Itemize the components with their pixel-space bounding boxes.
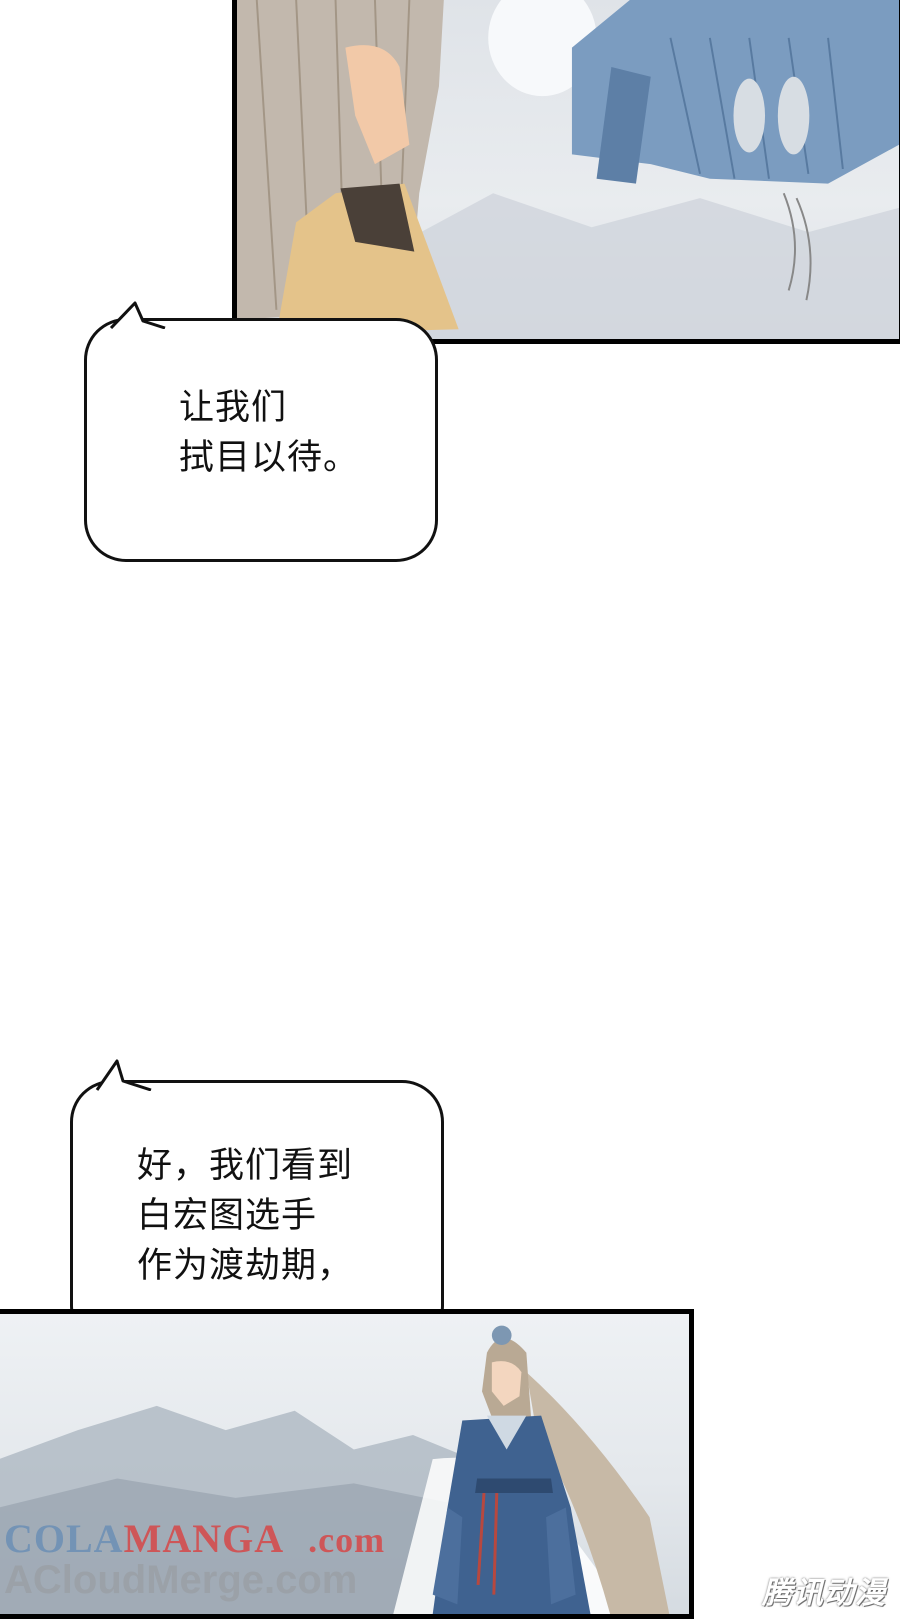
watermark-acloudmerge: ACloudMerge.com [4,1558,358,1602]
top-panel-artwork [237,0,899,339]
speech-bubble-1: 让我们 拭目以待。 [84,301,438,562]
watermark-publisher: 腾讯动漫 [762,1577,886,1610]
bubble-tail-1 [109,301,166,329]
bubble-tail-2 [95,1059,152,1091]
speech-bubble-2: 好，我们看到 白宏图选手 作为渡劫期， [70,1059,444,1348]
speech-text-1: 让我们 拭目以待。 [179,388,360,478]
bottom-comic-panel [0,1309,694,1619]
watermark-colamanga: COLAMANGA .com [4,1515,385,1562]
bottom-panel-artwork [0,1325,670,1614]
watermark-com-text: .com [308,1520,386,1560]
watermark-cola-text: COLA [4,1516,124,1561]
top-comic-panel [232,0,900,344]
speech-text-2: 好，我们看到 白宏图选手 作为渡劫期， [137,1146,354,1286]
watermark-manga-text: MANGA [123,1516,285,1561]
